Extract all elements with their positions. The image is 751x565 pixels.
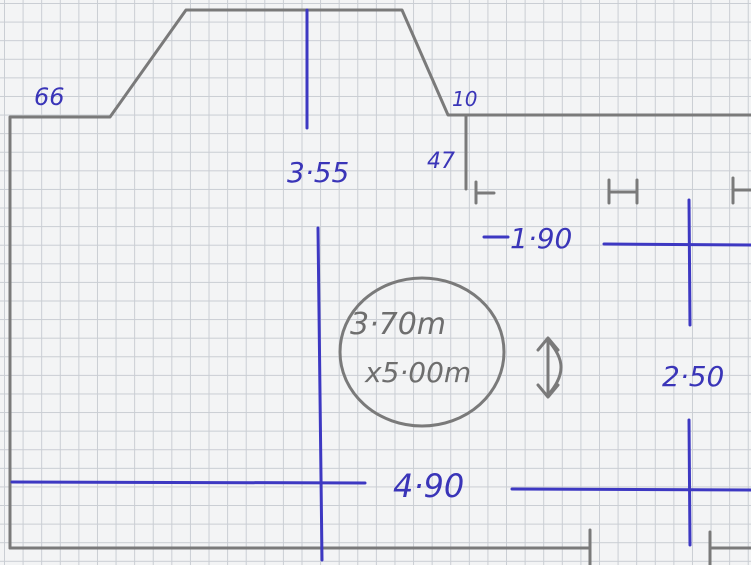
right-height-line-bottom — [687, 418, 692, 547]
label-step: 47 — [427, 149, 455, 174]
label-room-width: 4·90 — [393, 467, 464, 505]
label-height: 3·55 — [287, 156, 349, 189]
label-right-width: 1·90 — [510, 222, 572, 255]
right-width-line-right — [602, 242, 751, 247]
width-line-left — [10, 480, 367, 485]
label-left-wall: 66 — [34, 83, 65, 111]
double-arrow-icon — [536, 336, 563, 399]
note-line-1: 3·70m — [350, 307, 446, 342]
width-line-right — [510, 487, 751, 492]
right-height-line-top — [687, 198, 692, 327]
h-mark-1 — [474, 180, 496, 205]
room-outline — [8, 8, 468, 550]
height-line-bottom — [316, 226, 324, 562]
note-circle — [338, 276, 506, 428]
h-mark-2 — [607, 178, 639, 205]
h-mark-3 — [731, 176, 751, 205]
label-right-height: 2·50 — [662, 360, 724, 393]
label-corner-top: 10 — [452, 87, 477, 111]
note-line-2: x5·00m — [364, 356, 471, 389]
